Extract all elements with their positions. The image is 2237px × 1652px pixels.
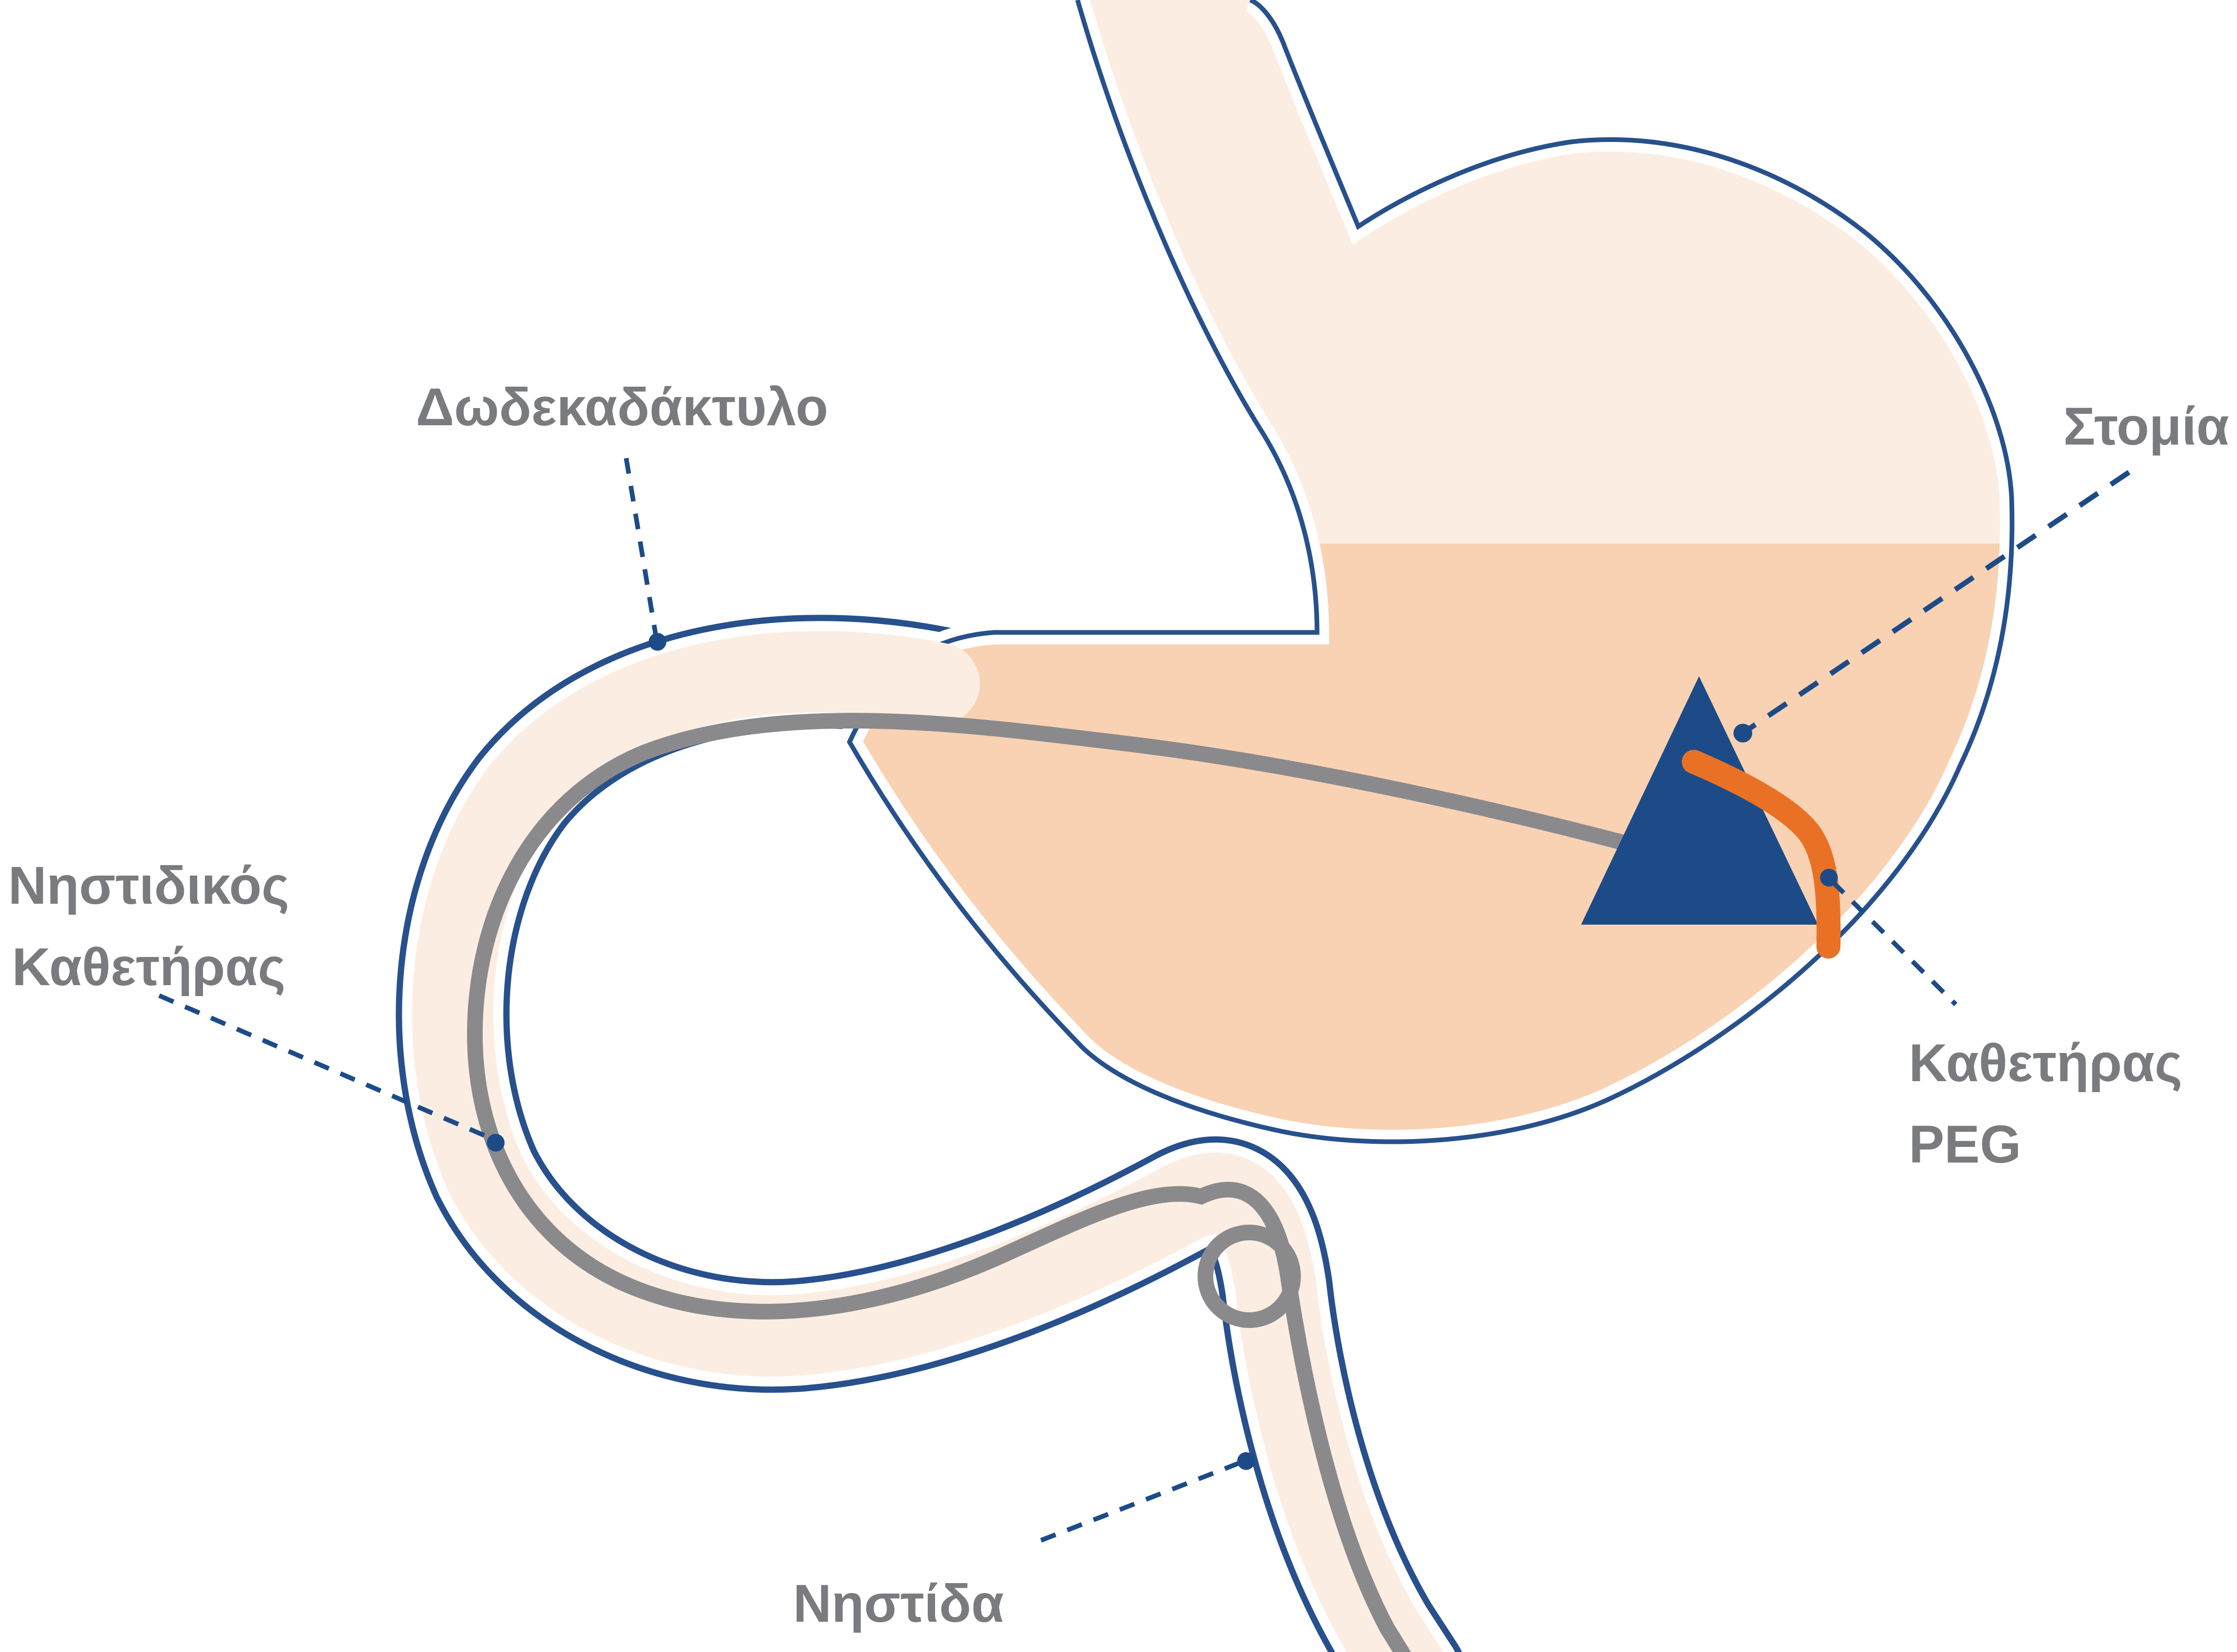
label-duodenum: Δωδεκαδάκτυλο (416, 377, 828, 437)
dot-stoma (1733, 724, 1752, 743)
label-jejunal-catheter-line2: Καθετήρας (12, 937, 285, 997)
leader-peg-catheter (1831, 880, 1958, 1007)
leader-stoma (1746, 470, 2131, 732)
leader-jejunum (1040, 1458, 1246, 1543)
leader-jejunal-catheter (158, 993, 493, 1141)
label-jejunum: Νηστίδα (793, 1574, 1004, 1633)
label-peg-catheter-line2: PEG (1909, 1115, 2021, 1174)
intestine-tube-fill (412, 631, 1444, 1652)
label-jejunal-catheter-line1: Νηστιδικός (8, 856, 290, 915)
leader-duodenum (624, 458, 659, 640)
label-peg-catheter-line1: Καθετήρας (1909, 1033, 2182, 1093)
dot-jejunal-catheter (487, 1134, 505, 1152)
label-stoma: Στομία (2063, 397, 2229, 456)
stoma-triangle (1581, 676, 1818, 925)
stomach-outline (846, 0, 2015, 1144)
jejunal-catheter-tube (466, 713, 1714, 1652)
dot-peg-catheter (1820, 869, 1838, 887)
dot-jejunum (1237, 1452, 1255, 1470)
peg-catheter-tube (1682, 750, 1841, 959)
jejunal-catheter-loop (1198, 1225, 1301, 1328)
dot-duodenum (649, 633, 666, 651)
